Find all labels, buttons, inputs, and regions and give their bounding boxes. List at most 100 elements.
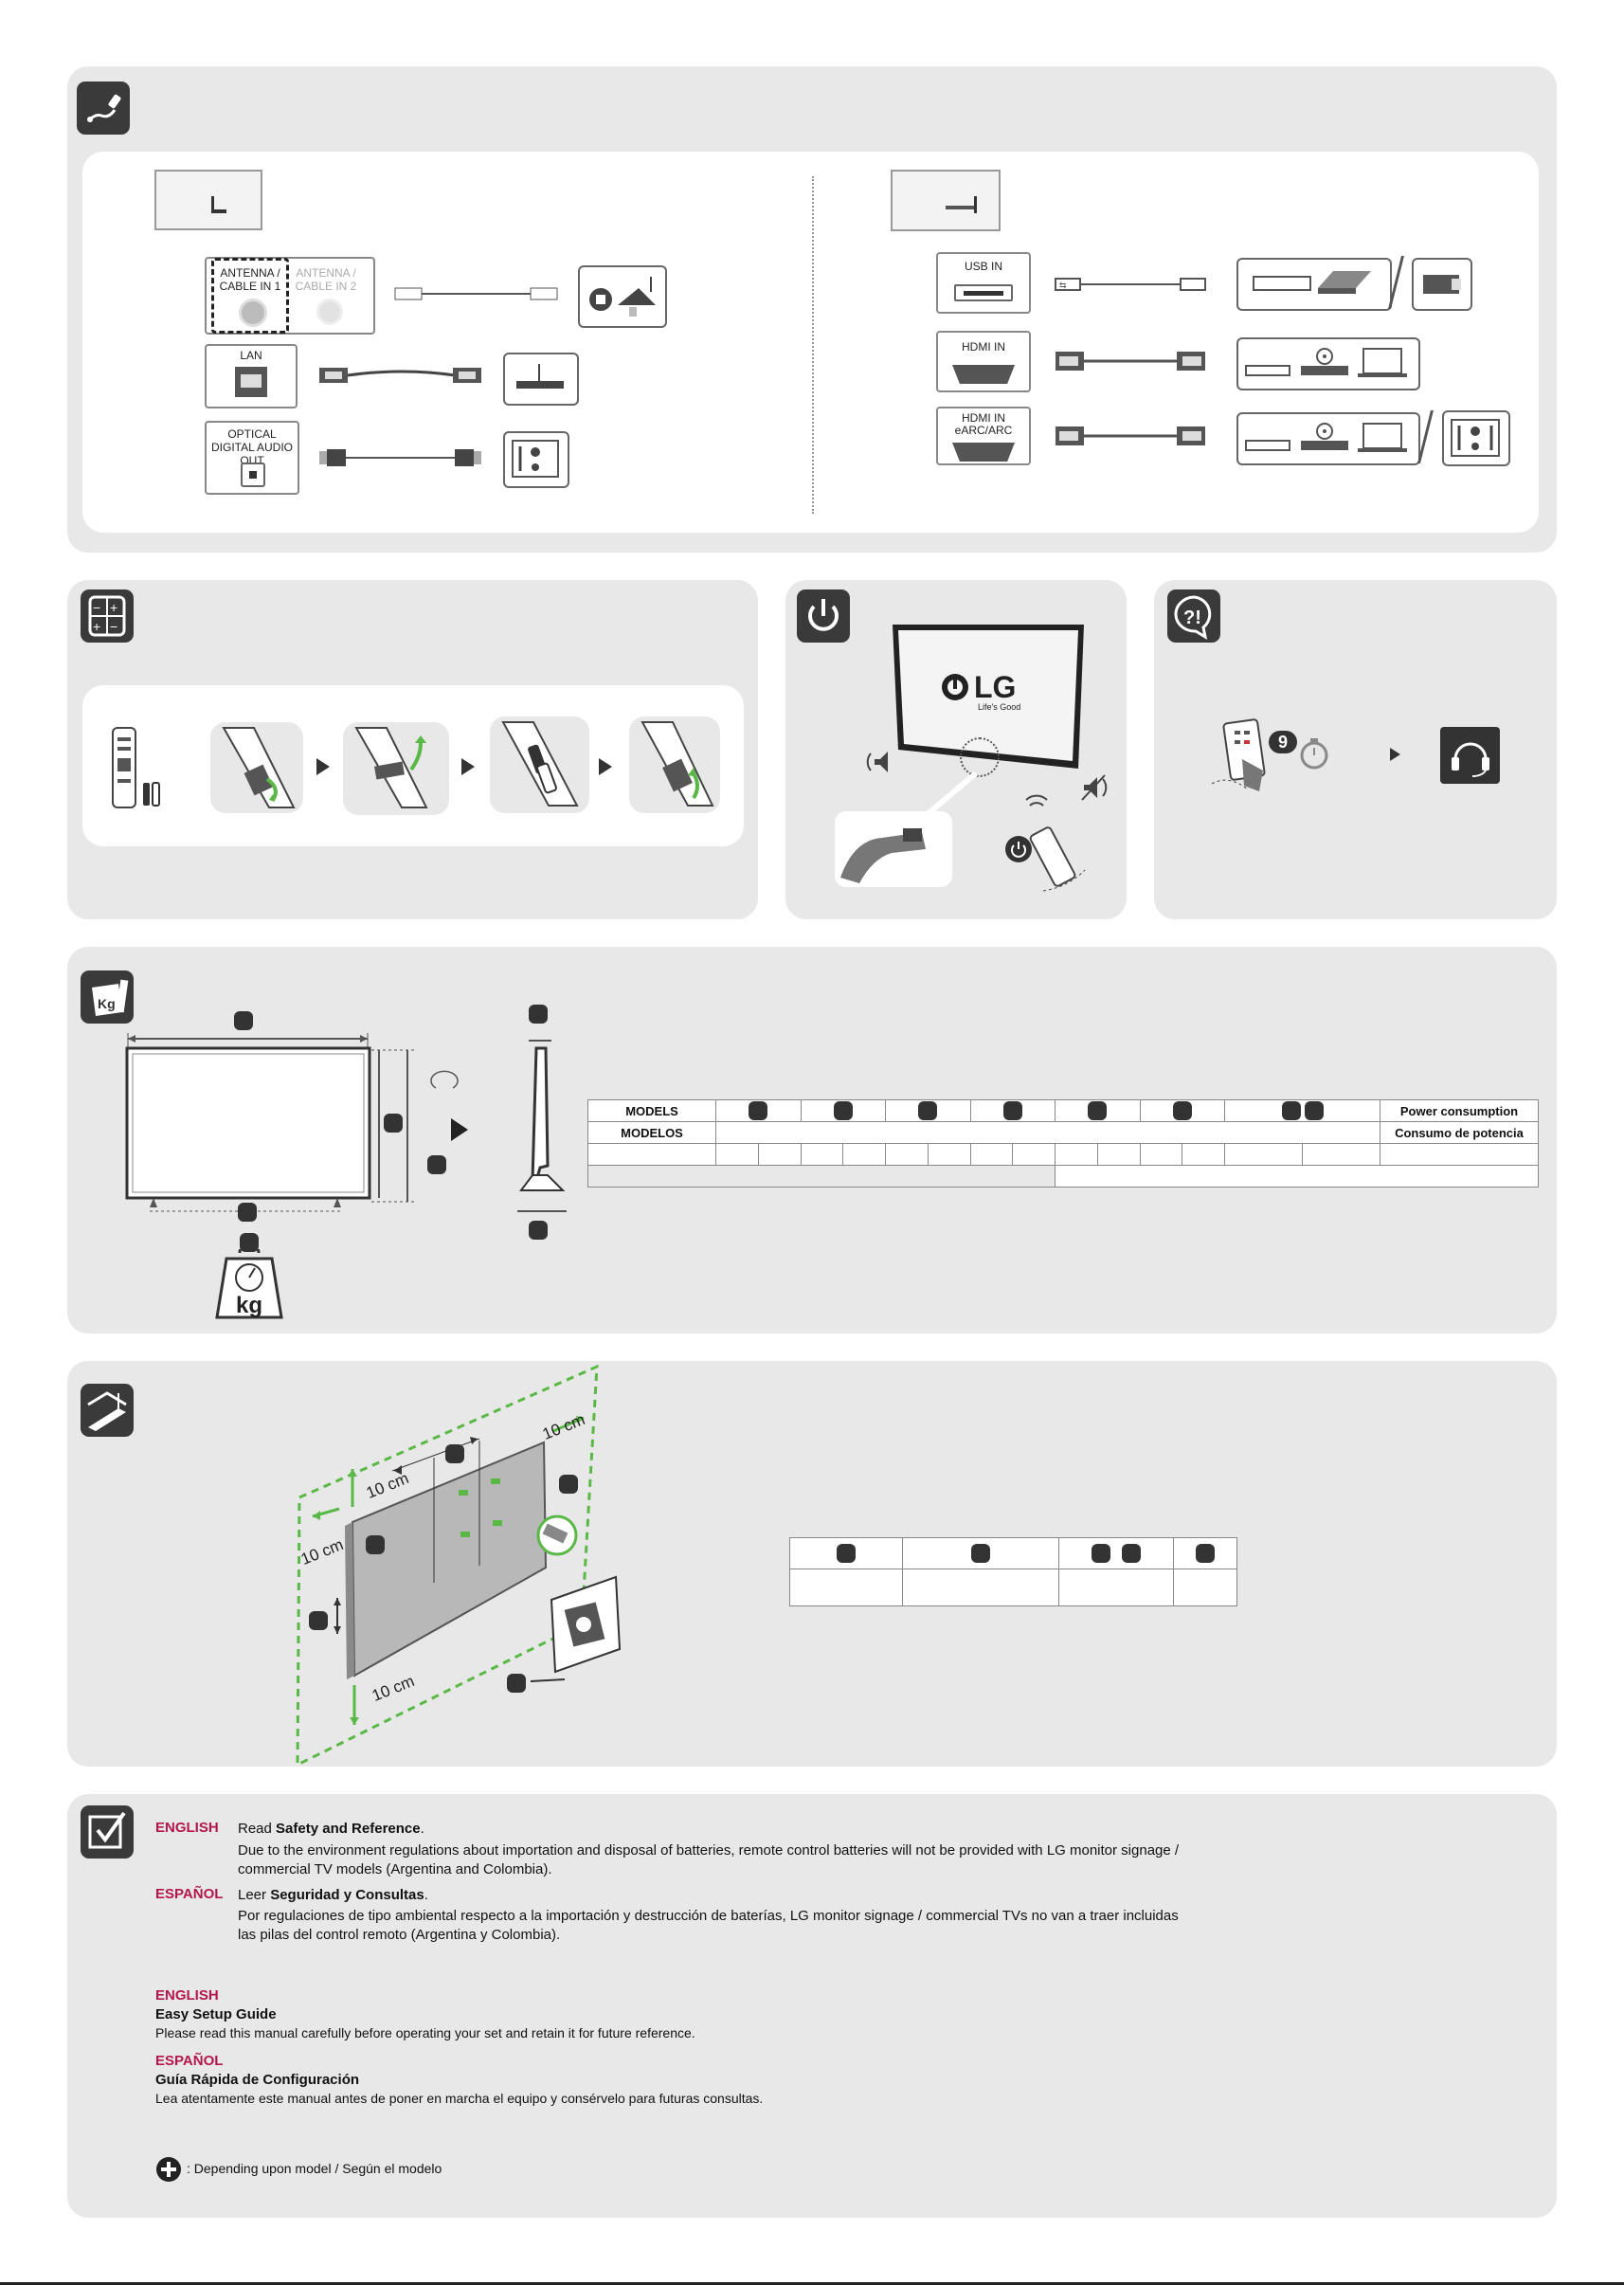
power-header: Power consumption bbox=[1380, 1099, 1539, 1122]
hdmi-arc-cable bbox=[1056, 426, 1205, 445]
vesa-table bbox=[789, 1537, 1237, 1606]
guide-en-lang: ENGLISH bbox=[155, 1987, 219, 2004]
usb-storage-device bbox=[1236, 258, 1392, 311]
vesa-col-1 bbox=[837, 1544, 856, 1563]
mount-marker-e bbox=[507, 1674, 526, 1693]
weight-scale-icon: kg bbox=[213, 1242, 285, 1319]
support-headset-icon bbox=[1440, 727, 1500, 784]
cable-icon bbox=[77, 82, 130, 135]
lg-tagline: Life's Good bbox=[978, 702, 1021, 712]
antenna-2-label: ANTENNA / CABLE IN 2 bbox=[295, 266, 357, 293]
guide-es-body: Lea atentamente este manual antes de pon… bbox=[155, 2091, 764, 2106]
svg-text:⇆: ⇆ bbox=[1059, 281, 1067, 290]
note-es-body-2: las pilas del control remoto (Argentina … bbox=[238, 1927, 561, 1943]
note-en-read-line: Read Safety and Reference. bbox=[238, 1821, 424, 1837]
wall-mount-diagram bbox=[296, 1364, 622, 1766]
usb-port[interactable]: USB IN bbox=[936, 252, 1031, 314]
optical-port[interactable]: OPTICAL DIGITAL AUDIO OUT bbox=[205, 421, 299, 495]
optical-cable bbox=[319, 449, 481, 466]
connections-divider bbox=[812, 176, 814, 514]
wall-mount-icon bbox=[81, 1384, 134, 1437]
svg-text:−: − bbox=[110, 619, 117, 634]
coax-cable bbox=[394, 287, 558, 300]
svg-text:?!: ?! bbox=[1183, 608, 1201, 628]
col-marker-3 bbox=[918, 1101, 938, 1120]
note-en-lang: ENGLISH bbox=[155, 1820, 219, 1836]
svg-text:+: + bbox=[110, 600, 117, 615]
power-press-zoom bbox=[835, 811, 952, 887]
col-marker-2 bbox=[833, 1101, 853, 1120]
lan-socket-icon bbox=[235, 367, 267, 397]
vesa-col-3a bbox=[1092, 1544, 1110, 1563]
arrow-right-2 bbox=[461, 758, 475, 775]
dim-marker-height bbox=[384, 1114, 403, 1133]
svg-text:+: + bbox=[93, 619, 100, 634]
col-marker-5 bbox=[1088, 1101, 1108, 1120]
vesa-col-4 bbox=[1196, 1544, 1215, 1563]
dim-marker-height-stand bbox=[427, 1155, 446, 1174]
svg-text:Kg: Kg bbox=[98, 996, 116, 1011]
mute-icon-left bbox=[865, 746, 897, 778]
battery-step-3 bbox=[490, 716, 589, 813]
dim-marker-width bbox=[234, 1011, 253, 1030]
lan-cable bbox=[319, 368, 481, 383]
guide-en-title: Easy Setup Guide bbox=[155, 2006, 277, 2022]
dim-marker-depth-top bbox=[529, 1005, 548, 1024]
note-es-lang: ESPAÑOL bbox=[155, 1886, 224, 1902]
vesa-col-3b bbox=[1122, 1544, 1141, 1563]
remote-press-9: 9 bbox=[1210, 717, 1339, 793]
antenna-port-1[interactable] bbox=[205, 257, 375, 335]
speaker-icon-1 bbox=[503, 431, 569, 488]
usb-stick-icon bbox=[1412, 258, 1472, 311]
remote-with-batteries bbox=[109, 724, 168, 811]
battery-step-2 bbox=[343, 722, 449, 815]
note-es-body-1: Por regulaciones de tipo ambiental respe… bbox=[238, 1908, 1179, 1924]
power-icon bbox=[797, 589, 850, 643]
note-en-body-1: Due to the environment regulations about… bbox=[238, 1842, 1180, 1859]
modelos-header: MODELOS bbox=[587, 1121, 716, 1144]
antenna-1-label: ANTENNA / CABLE IN 1 bbox=[219, 266, 281, 293]
antenna-2-socket bbox=[316, 299, 343, 325]
hdmi-arc-port[interactable]: HDMI IN eARC/ARC bbox=[936, 407, 1031, 465]
guide-es-lang: ESPAÑOL bbox=[155, 2053, 224, 2069]
models-header: MODELS bbox=[587, 1099, 716, 1122]
speaker-icon-2 bbox=[1442, 410, 1510, 466]
arrow-right-help bbox=[1390, 748, 1400, 761]
battery-step-1 bbox=[210, 722, 303, 813]
guide-en-body: Please read this manual carefully before… bbox=[155, 2025, 695, 2040]
lg-logo-text: LG bbox=[974, 670, 1017, 704]
consumo-header: Consumo de potencia bbox=[1380, 1121, 1539, 1144]
tv-front-illustration: LG Life's Good bbox=[891, 623, 1086, 771]
usb-cable: ⇆ bbox=[1055, 278, 1206, 291]
models-table: MODELS Power consumption MODELOS Consumo… bbox=[586, 1099, 1539, 1188]
guide-es-title: Guía Rápida de Configuración bbox=[155, 2072, 360, 2088]
router-icon bbox=[503, 353, 579, 406]
remote-power-illustration bbox=[1001, 792, 1096, 897]
tv-dimensions-diagram bbox=[125, 1033, 567, 1212]
hdmi-arc-devices bbox=[1236, 412, 1420, 465]
power-button-circle bbox=[960, 737, 1000, 777]
note-en-body-2: commercial TV models (Argentina and Colo… bbox=[238, 1861, 552, 1877]
dim-marker-stand-width bbox=[238, 1203, 257, 1222]
lan-port[interactable]: LAN bbox=[205, 344, 298, 408]
dim-marker-depth-stand bbox=[529, 1221, 548, 1240]
col-marker-7a bbox=[1281, 1101, 1301, 1120]
battery-step-4 bbox=[629, 716, 720, 813]
hdmi-cable bbox=[1056, 352, 1205, 371]
power-zoom-line bbox=[927, 771, 978, 815]
page-bottom-bar bbox=[0, 2282, 1624, 2285]
mount-marker-a bbox=[445, 1444, 464, 1463]
mount-marker-d bbox=[309, 1611, 328, 1630]
footnote-text: : Depending upon model / Según el modelo bbox=[187, 2161, 442, 2176]
svg-text:−: − bbox=[93, 600, 100, 615]
mount-marker-b bbox=[559, 1475, 578, 1494]
antenna-port-1-dashed bbox=[211, 258, 289, 334]
col-marker-4 bbox=[1002, 1101, 1022, 1120]
optical-socket bbox=[241, 462, 265, 487]
safety-reference-title: Safety and Reference bbox=[276, 1821, 421, 1837]
hdmi-port[interactable]: HDMI IN bbox=[936, 331, 1031, 392]
tv-rear-thumb-right bbox=[891, 170, 1001, 231]
note-es-read-line: Leer Seguridad y Consultas. bbox=[238, 1887, 428, 1903]
checklist-icon bbox=[81, 1805, 134, 1859]
antenna-1-socket bbox=[239, 299, 267, 327]
